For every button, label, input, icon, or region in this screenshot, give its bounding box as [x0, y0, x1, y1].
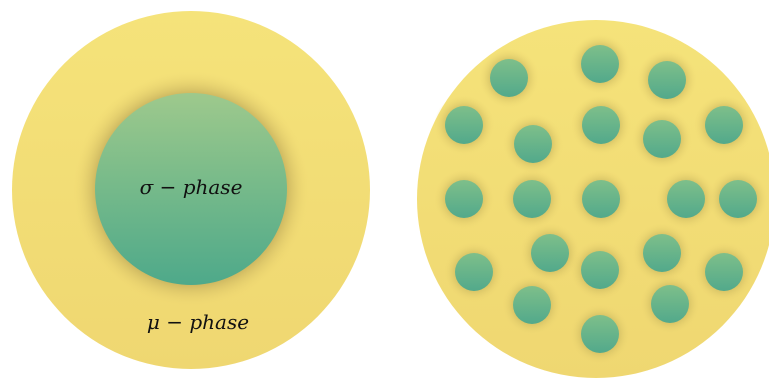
precipitate-dot	[445, 106, 483, 144]
dispersed-precipitates-diagram	[417, 20, 769, 378]
sigma-phase-label: σ − phase	[140, 175, 243, 199]
precipitate-dot	[582, 106, 620, 144]
precipitate-dot	[455, 253, 493, 291]
precipitate-dot	[513, 286, 551, 324]
precipitate-dot	[490, 59, 528, 97]
precipitate-dot	[581, 251, 619, 289]
precipitate-dot	[581, 45, 619, 83]
core-shell-diagram: σ − phase μ − phase	[12, 11, 370, 369]
precipitate-dot	[705, 253, 743, 291]
precipitate-dot	[719, 180, 757, 218]
precipitate-dot	[531, 234, 569, 272]
precipitate-dot	[705, 106, 743, 144]
precipitate-dots	[434, 34, 768, 364]
sigma-phase-core	[95, 93, 287, 285]
precipitate-dot	[667, 180, 705, 218]
precipitate-dot	[445, 180, 483, 218]
mu-phase-label: μ − phase	[147, 310, 249, 334]
precipitate-dot	[582, 180, 620, 218]
precipitate-dot	[643, 234, 681, 272]
precipitate-dot	[648, 61, 686, 99]
precipitate-dot	[643, 120, 681, 158]
precipitate-dot	[581, 315, 619, 353]
precipitate-dot	[651, 285, 689, 323]
precipitate-dot	[513, 180, 551, 218]
precipitate-dot	[514, 125, 552, 163]
